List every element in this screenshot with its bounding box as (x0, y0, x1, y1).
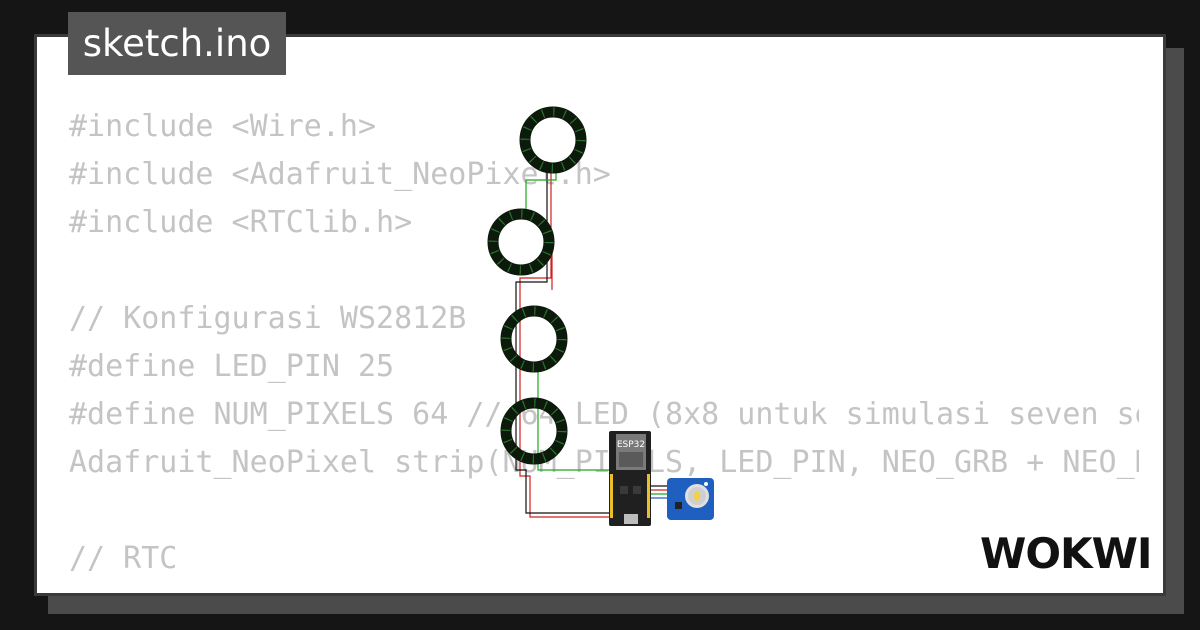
wire-red-left (519, 378, 612, 518)
wire-green-top (525, 170, 557, 212)
code-line-6: #define LED_PIN 25 (69, 349, 395, 384)
file-name-tab[interactable]: sketch.ino (68, 12, 286, 75)
code-line-2: #include <Adafruit_NeoPixel.h> (69, 157, 611, 192)
wire-black-top (515, 172, 548, 380)
neopixel-ring-icon[interactable] (500, 305, 568, 373)
wokwi-logo-text: WOKWI (980, 529, 1150, 578)
code-line-10: // RTC (69, 541, 178, 576)
code-line-3: #include <RTClib.h> (69, 205, 413, 240)
wire-red-top (519, 172, 552, 378)
wire-black-left (515, 380, 612, 514)
esp32-board-icon[interactable]: ESP32 (609, 431, 651, 526)
neopixel-ring-icon[interactable] (519, 106, 587, 174)
code-preview-card: #include <Wire.h> #include <Adafruit_NeoP… (34, 34, 1166, 596)
code-block: #include <Wire.h> #include <Adafruit_NeoP… (69, 103, 1139, 593)
code-line-11: RTC_DS3231 rtc; (69, 583, 1139, 593)
neopixel-ring-icon[interactable] (487, 208, 555, 276)
code-line-7: #define NUM_PIXELS 64 // 64 LED (8x8 unt… (69, 397, 1139, 432)
code-line-5: // Konfigurasi WS2812B (69, 301, 467, 336)
code-line-1: #include <Wire.h> (69, 109, 377, 144)
esp32-label: ESP32 (617, 440, 645, 450)
rtc-module-icon[interactable] (667, 478, 714, 520)
neopixel-ring-icon[interactable] (500, 397, 568, 465)
wokwi-logo-icon: WOKWI (980, 529, 1150, 578)
